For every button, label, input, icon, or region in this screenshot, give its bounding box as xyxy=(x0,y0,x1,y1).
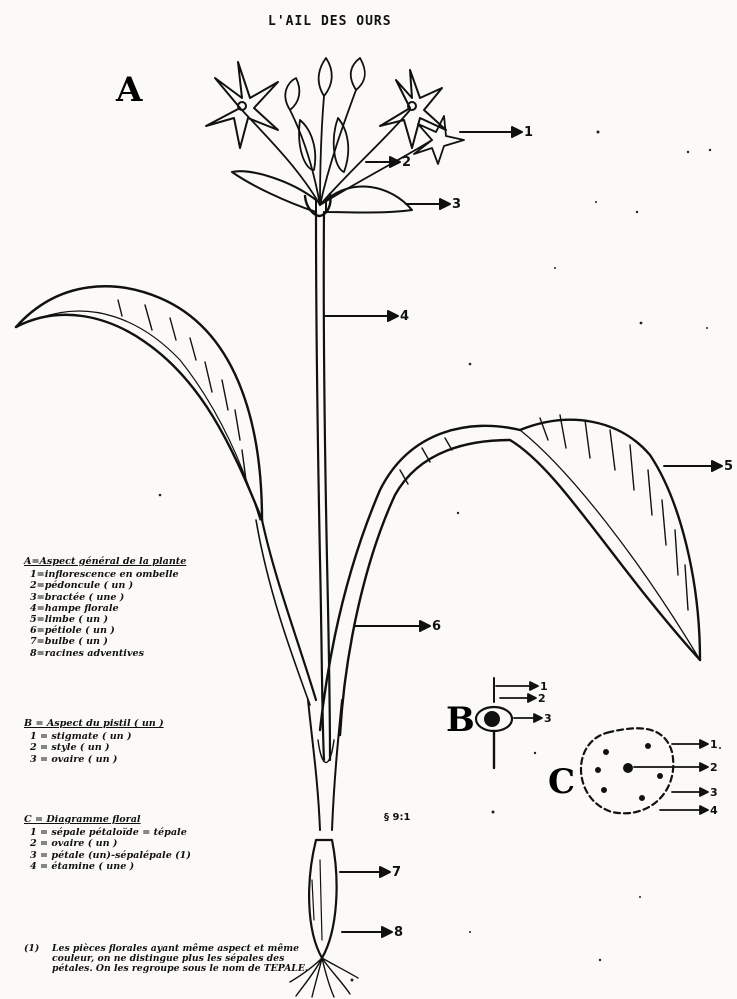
footnote-marker: (1) xyxy=(24,944,52,954)
footnote: (1) Les pièces florales ayant même aspec… xyxy=(24,944,314,975)
legend-a-heading: A=Aspect général de la plante xyxy=(24,556,186,567)
legend-a-item: 8=racines adventives xyxy=(30,648,186,659)
legend-c: C = Diagramme floral 1 = sépale pétaloïd… xyxy=(24,814,191,872)
buds xyxy=(285,58,365,172)
legend-a-item: 3=bractée ( une ) xyxy=(30,592,186,603)
callout-c-3: 3 xyxy=(710,786,718,799)
legend-b: B = Aspect du pistil ( un ) 1 = stigmate… xyxy=(24,718,164,765)
legend-c-item: 3 = pétale (un)-sépalépale (1) xyxy=(30,850,191,861)
legend-b-heading: B = Aspect du pistil ( un ) xyxy=(24,718,164,729)
panel-letter-b: B xyxy=(446,700,475,740)
pistil-drawing xyxy=(476,678,512,768)
callout-a-1: 1 xyxy=(524,126,533,139)
pedicels xyxy=(240,90,432,205)
legend-c-heading: C = Diagramme floral xyxy=(24,814,191,825)
callout-a-3: 3 xyxy=(452,198,461,211)
callout-a-6: 6 xyxy=(432,620,441,633)
bulb xyxy=(309,840,336,958)
legend-b-item: 1 = stigmate ( un ) xyxy=(30,731,164,742)
legend-a-item: 4=hampe florale xyxy=(30,603,186,614)
speck-dots xyxy=(159,131,721,982)
callout-a-7: 7 xyxy=(392,866,401,879)
panel-letter-a: A xyxy=(116,70,142,110)
callout-c-1: 1 xyxy=(710,738,718,751)
legend-a-item: 5=limbe ( un ) xyxy=(30,614,186,625)
legend-a-item: 1=inflorescence en ombelle xyxy=(30,569,186,580)
callout-b-3: 3 xyxy=(544,712,552,725)
legend-a-item: 7=bulbe ( un ) xyxy=(30,636,186,647)
callout-a-8: 8 xyxy=(394,926,403,939)
page-title: L'AIL DES OURS xyxy=(268,14,392,29)
callout-a-4: 4 xyxy=(400,310,409,323)
callout-a-2: 2 xyxy=(402,156,411,169)
callout-a-5: 5 xyxy=(724,460,733,473)
callout-c-2: 2 xyxy=(710,761,718,774)
panel-letter-c: C xyxy=(548,762,575,802)
callout-b-2: 2 xyxy=(538,692,546,705)
floral-diagram xyxy=(581,728,673,813)
legend-b-item: 3 = ovaire ( un ) xyxy=(30,754,164,765)
callout-c-4: 4 xyxy=(710,804,718,817)
sheath xyxy=(308,700,342,830)
flower-right xyxy=(380,70,446,148)
legend-a-item: 2=pédoncule ( un ) xyxy=(30,580,186,591)
legend-c-item: 4 = étamine ( une ) xyxy=(30,861,191,872)
callout-arrows-b xyxy=(496,682,542,722)
page-reference: § 9:1 xyxy=(384,812,410,823)
footnote-text: Les pièces florales ayant même aspect et… xyxy=(52,944,314,975)
legend-a: A=Aspect général de la plante 1=inflores… xyxy=(24,556,186,659)
legend-c-item: 1 = sépale pétaloïde = tépale xyxy=(30,827,191,838)
legend-a-item: 6=pétiole ( un ) xyxy=(30,625,186,636)
leaf-right xyxy=(320,415,700,735)
legend-c-item: 2 = ovaire ( un ) xyxy=(30,838,191,849)
legend-b-item: 2 = style ( un ) xyxy=(30,742,164,753)
flower-left xyxy=(206,62,278,148)
